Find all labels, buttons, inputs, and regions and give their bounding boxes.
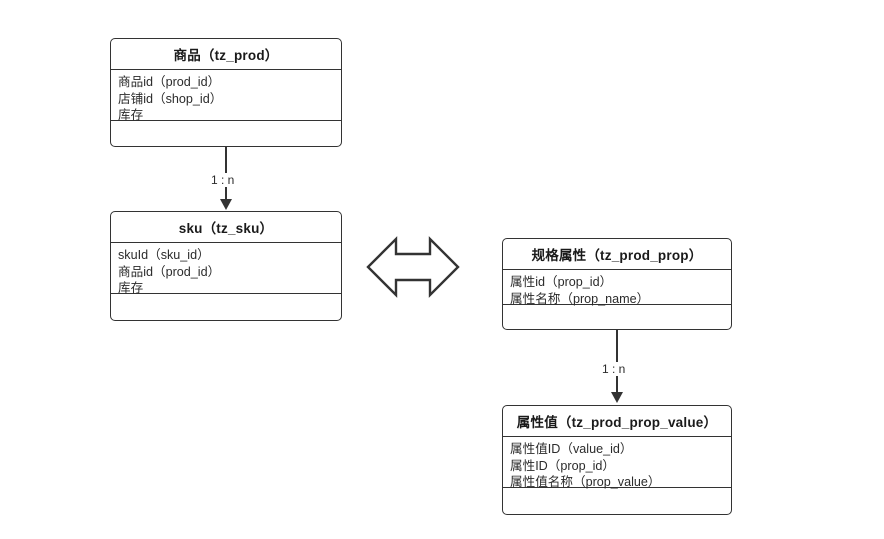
entity-footer-tz-prod-prop	[503, 305, 731, 329]
entity-attributes-tz-prod-prop-value: 属性值ID（value_id） 属性ID（prop_id） 属性值名称（prop…	[503, 437, 731, 489]
entity-footer-tz-prod-prop-value	[503, 488, 731, 514]
attribute-row: 商品id（prod_id）	[118, 264, 221, 279]
attribute-row: 属性id（prop_id）	[510, 275, 613, 289]
relation-arrowhead	[610, 392, 623, 403]
entity-attributes-tz-prod-prop: 属性id（prop_id） 属性名称（prop_name）	[503, 270, 731, 306]
entity-title-tz-prod-prop-value: 属性值（tz_prod_prop_value）	[503, 406, 731, 437]
entity-tz-prod[interactable]: 商品（tz_prod） 商品id（prod_id） 店铺id（shop_id） …	[110, 38, 342, 147]
relation-label-prop-to-prop-value: 1 : n	[600, 362, 628, 376]
relation-sku-to-prop-double-arrow[interactable]	[366, 236, 460, 298]
attribute-row: 库存	[118, 281, 144, 295]
attribute-row: 商品id（prod_id）	[118, 75, 221, 89]
attribute-row: 库存	[118, 108, 144, 122]
entity-title-tz-sku: sku（tz_sku）	[111, 212, 341, 243]
entity-footer-tz-sku	[111, 294, 341, 320]
attribute-row: 店铺id（shop_id）	[118, 91, 223, 106]
entity-tz-prod-prop[interactable]: 规格属性（tz_prod_prop） 属性id（prop_id） 属性名称（pr…	[502, 238, 732, 330]
relation-label-prod-to-sku: 1 : n	[209, 173, 237, 187]
entity-footer-tz-prod	[111, 121, 341, 146]
entity-tz-prod-prop-value[interactable]: 属性值（tz_prod_prop_value） 属性值ID（value_id） …	[502, 405, 732, 515]
attribute-row: 属性名称（prop_name）	[510, 291, 650, 306]
attribute-row: 属性ID（prop_id）	[510, 458, 615, 473]
relation-arrowhead	[219, 199, 232, 210]
entity-attributes-tz-prod: 商品id（prod_id） 店铺id（shop_id） 库存	[111, 70, 341, 122]
attribute-row: skuId（sku_id）	[118, 248, 210, 262]
entity-tz-sku[interactable]: sku（tz_sku） skuId（sku_id） 商品id（prod_id） …	[110, 211, 342, 321]
double-headed-arrow-icon	[366, 236, 460, 298]
attribute-row: 属性值名称（prop_value）	[510, 475, 661, 489]
entity-attributes-tz-sku: skuId（sku_id） 商品id（prod_id） 库存	[111, 243, 341, 295]
attribute-row: 属性值ID（value_id）	[510, 442, 633, 456]
entity-title-tz-prod: 商品（tz_prod）	[111, 39, 341, 70]
entity-title-tz-prod-prop: 规格属性（tz_prod_prop）	[503, 239, 731, 270]
